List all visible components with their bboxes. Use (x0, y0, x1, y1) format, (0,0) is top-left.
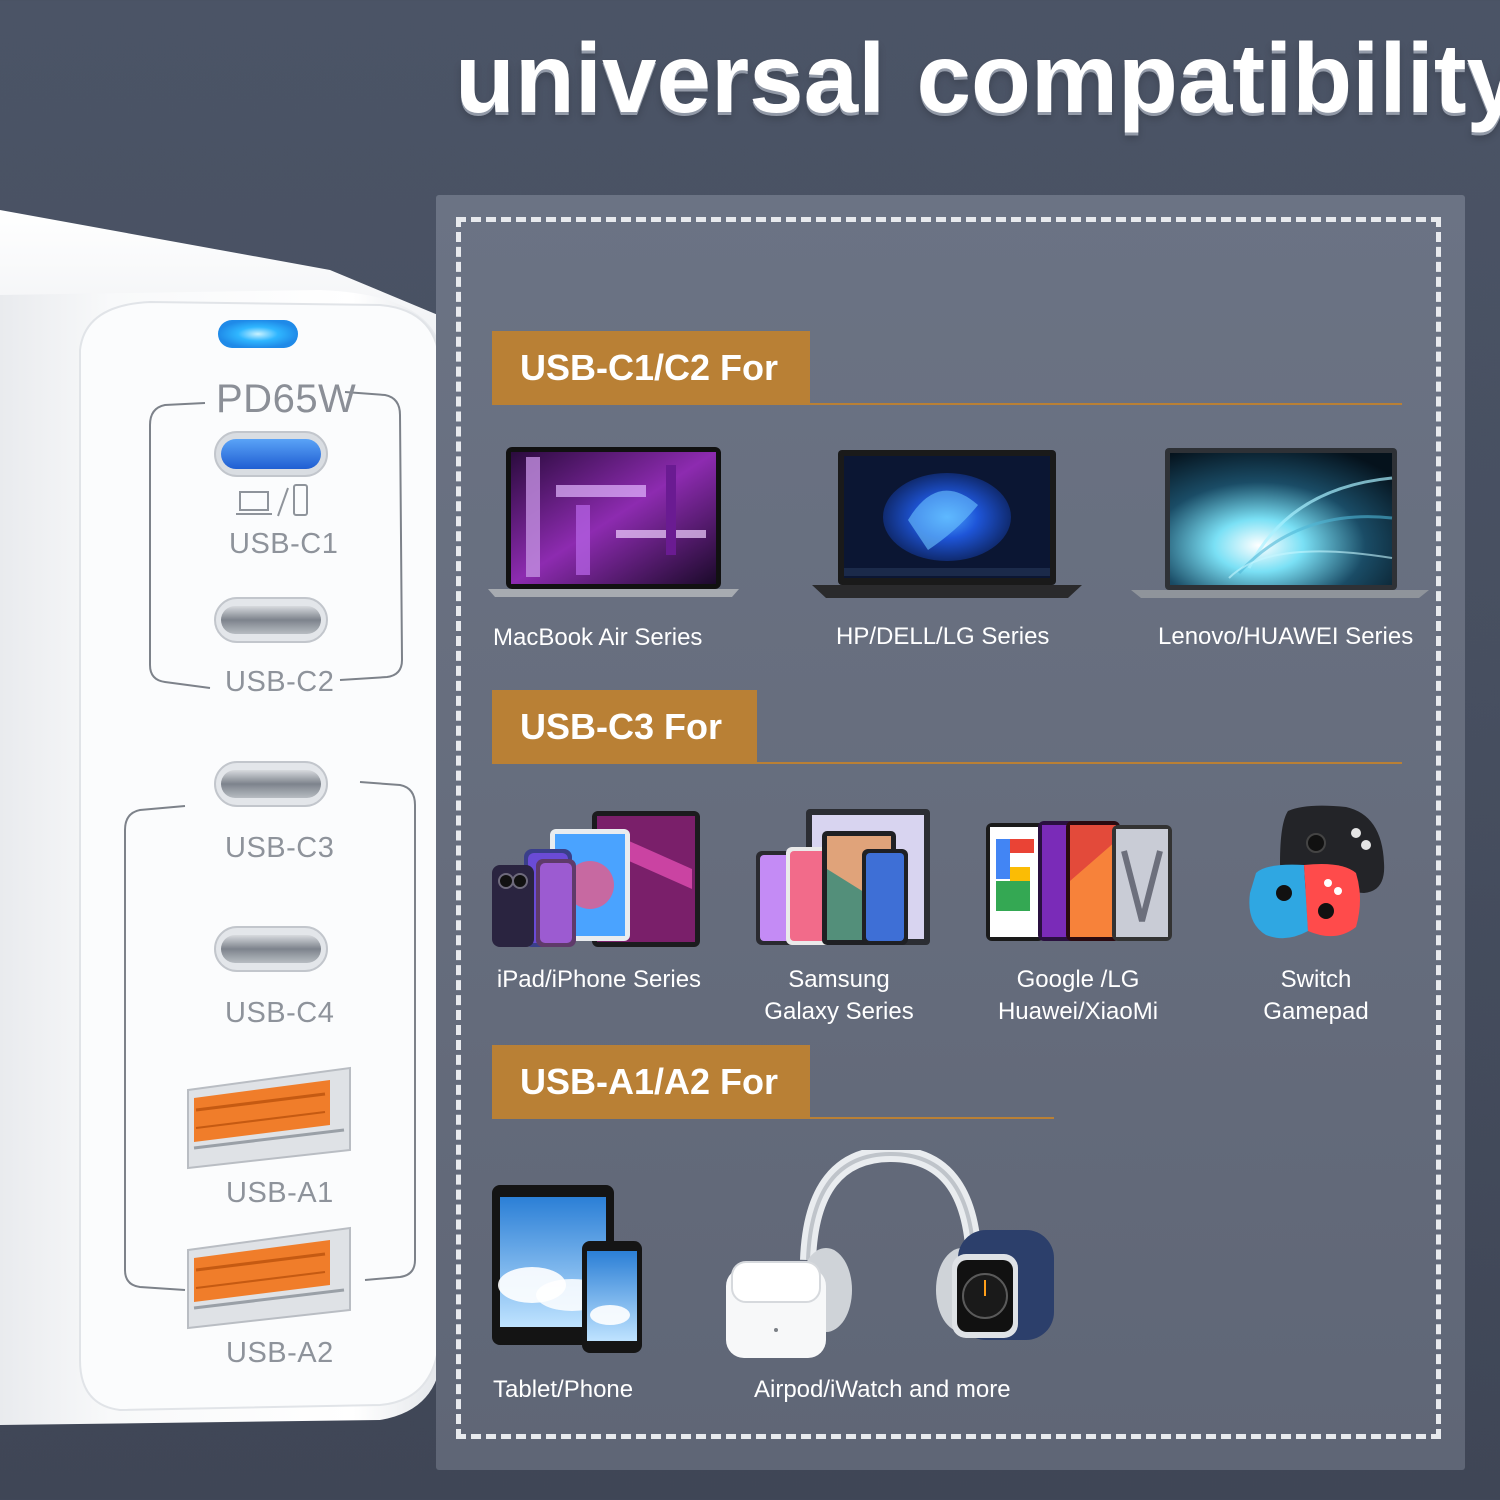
port-label-usb-c2: USB-C2 (225, 666, 335, 698)
section-divider (492, 403, 1402, 405)
device-label-lenovo-huawei: Lenovo/HUAWEI Series (1158, 623, 1414, 650)
macbook-image (488, 447, 739, 597)
device-label-hp-dell-lg: HP/DELL/LG Series (836, 623, 1050, 650)
device-label-airpod-iwatch: Airpod/iWatch and more (754, 1376, 1011, 1403)
tablet-phone-image (492, 1185, 642, 1353)
port-label-usb-c1: USB-C1 (229, 528, 339, 560)
ipad-iphone-image (492, 811, 700, 947)
port-label-usb-c3: USB-C3 (225, 832, 335, 864)
device-label-google-lg: Google /LG Huawei/XiaoMi (997, 966, 1159, 1025)
google-lg-phones-image (986, 821, 1172, 941)
dashed-frame (456, 217, 1441, 1439)
port-label-usb-a2: USB-A2 (226, 1337, 334, 1369)
samsung-galaxy-image (756, 809, 930, 945)
headline: universal compatibility (455, 23, 1500, 133)
airpod-iwatch-image (726, 1150, 1054, 1358)
port-label-usb-a1: USB-A1 (226, 1177, 334, 1209)
phone-icon (293, 484, 308, 516)
charger-product: PD65W USB-C1 USB-C2 USB-C3 USB-C4 USB-A1… (0, 210, 470, 1425)
device-label-switch: Switch Gamepad (1263, 966, 1369, 1025)
section-tag-usb-c3: USB-C3 For (492, 690, 757, 764)
port-label-usb-c4: USB-C4 (225, 997, 335, 1029)
lenovo-huawei-laptop-image (1131, 448, 1429, 598)
section-divider (492, 762, 1402, 764)
device-label-samsung: Samsung Galaxy Series (764, 966, 914, 1025)
laptop-monitor-icon (236, 491, 272, 515)
compatibility-panel: USB-C1/C2 For MacBook Air Series (436, 195, 1465, 1470)
device-label-ipad-iphone: iPad/iPhone Series (496, 966, 702, 993)
hp-dell-laptop-image (812, 450, 1082, 598)
section-divider (492, 1117, 1054, 1119)
switch-gamepad-image (1249, 805, 1385, 939)
device-label-macbook: MacBook Air Series (493, 624, 703, 651)
section-tag-usb-a1-a2: USB-A1/A2 For (492, 1045, 810, 1119)
device-label-tablet-phone: Tablet/Phone (493, 1376, 634, 1403)
power-rating-label: PD65W (216, 377, 357, 421)
section-tag-usb-c1-c2: USB-C1/C2 For (492, 331, 810, 405)
charger-body-graphic (0, 210, 450, 1425)
